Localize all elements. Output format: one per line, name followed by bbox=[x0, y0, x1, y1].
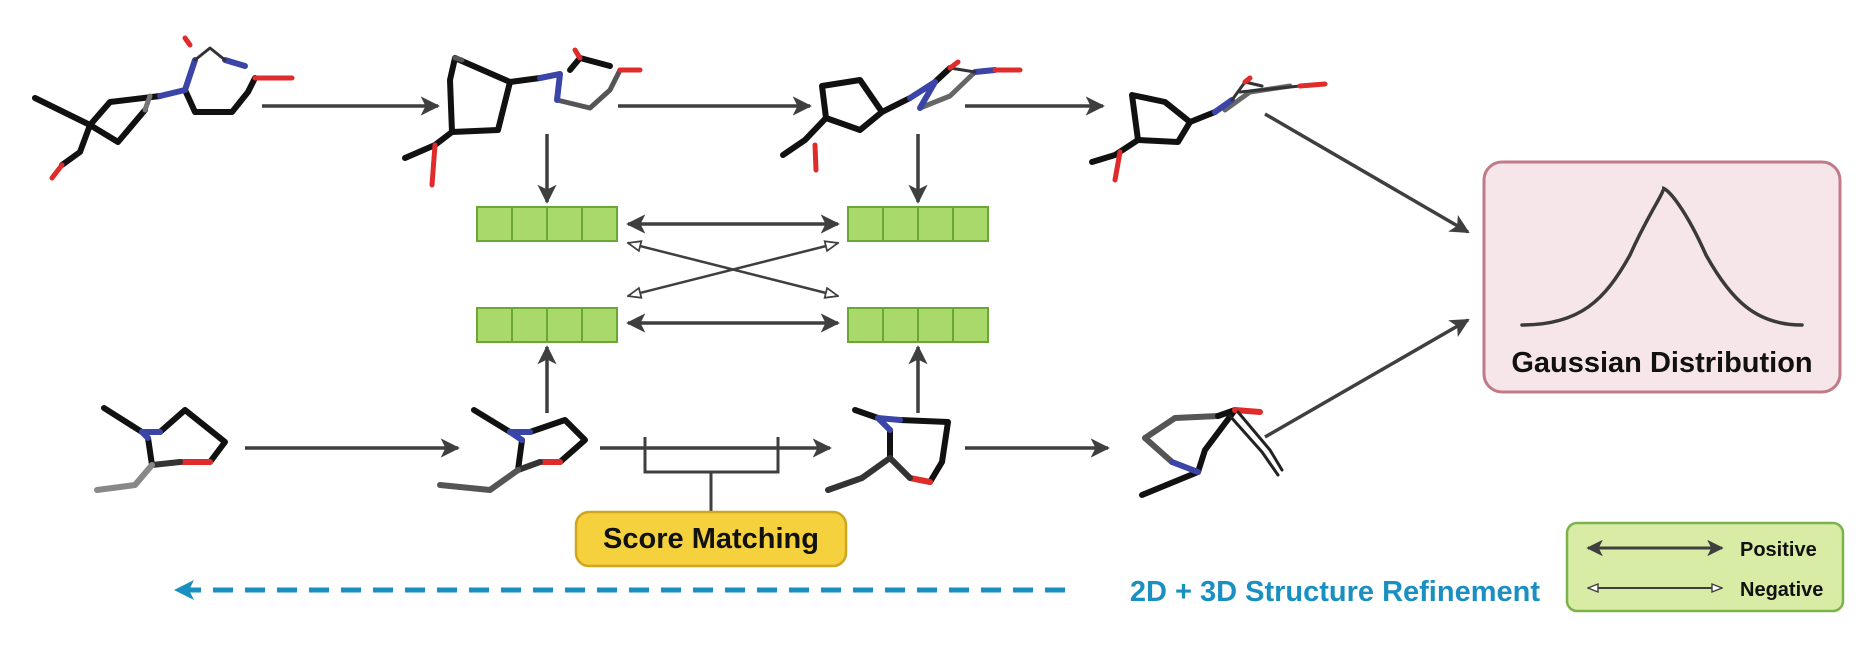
arrow-to-gaussian-top bbox=[1264, 112, 1470, 234]
score-matching-box: Score Matching bbox=[574, 510, 848, 568]
legend: Positive Negative bbox=[1565, 521, 1845, 613]
molecule-bottom-3 bbox=[825, 407, 951, 493]
molecule-top-2 bbox=[402, 47, 643, 188]
gaussian-distribution-box: Gaussian Distribution bbox=[1482, 160, 1842, 394]
embedding-top-left bbox=[476, 206, 618, 242]
molecule-top-1 bbox=[32, 35, 295, 181]
score-matching-label: Score Matching bbox=[603, 523, 819, 555]
molecule-top-3 bbox=[780, 59, 1023, 173]
refinement-label: 2D + 3D Structure Refinement bbox=[1130, 576, 1540, 608]
molecule-top-4 bbox=[1089, 75, 1328, 183]
molecule-bottom-4 bbox=[1139, 407, 1284, 498]
gaussian-distribution-label: Gaussian Distribution bbox=[1511, 347, 1812, 379]
molecule-bottom-1 bbox=[94, 405, 228, 493]
molecule-bottom-2 bbox=[437, 407, 588, 493]
score-matching-bracket bbox=[643, 437, 780, 512]
flow-arrows bbox=[245, 96, 1470, 458]
embedding-bottom-right bbox=[847, 307, 989, 343]
bell-curve-icon bbox=[1520, 186, 1804, 327]
legend-positive-label: Positive bbox=[1740, 539, 1817, 561]
embedding-bottom-left bbox=[476, 307, 618, 343]
refinement-arrow: 2D + 3D Structure Refinement bbox=[174, 576, 1540, 608]
contrastive-arrows bbox=[628, 214, 838, 333]
legend-negative-label: Negative bbox=[1740, 579, 1823, 601]
negative-pair-2 bbox=[628, 243, 838, 296]
arrow-to-gaussian-bottom bbox=[1264, 318, 1470, 439]
embedding-top-right bbox=[847, 206, 989, 242]
